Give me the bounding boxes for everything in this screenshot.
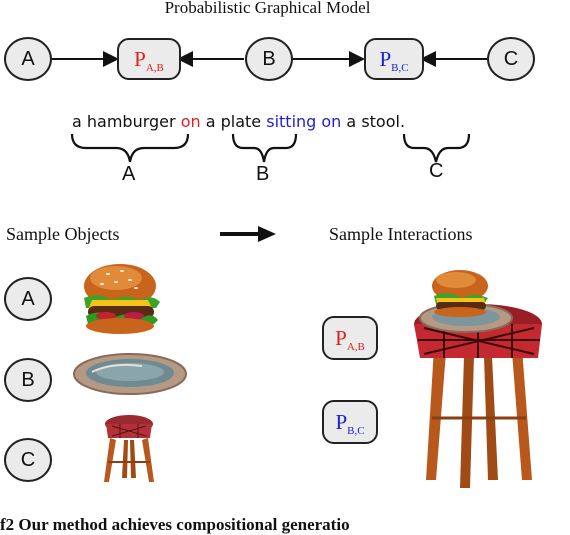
brace-b: [231, 133, 298, 163]
hamburger-image: [84, 264, 160, 334]
right-heading: Sample Interactions: [329, 224, 473, 244]
arrow-icon: [220, 226, 276, 242]
object-label-c: C: [4, 438, 52, 482]
node-a: A: [4, 37, 52, 81]
brace-label-b: B: [256, 163, 270, 185]
phrase-stool: a stool.: [346, 112, 406, 131]
composed-interaction-image: [414, 270, 542, 488]
brace-label-a: A: [122, 163, 136, 185]
relation-on: on: [180, 112, 201, 131]
brace-a: [70, 133, 190, 163]
prompt-sentence: a hamburger on a plate sitting on a stoo…: [72, 112, 405, 131]
object-label-b: B: [4, 358, 52, 402]
factor-ab: PA,B: [117, 38, 181, 80]
left-heading: Sample Objects: [6, 224, 120, 244]
brace-c: [402, 133, 471, 163]
plate-image: [73, 353, 187, 395]
node-c: C: [487, 37, 535, 81]
interaction-factor-bc: PB,C: [322, 400, 378, 444]
relation-sitting-on: sitting on: [266, 112, 342, 131]
phrase-plate: a plate: [205, 112, 262, 131]
object-label-a: A: [4, 277, 52, 321]
stool-image: [104, 415, 154, 482]
diagram-title: Probabilistic Graphical Model: [164, 0, 371, 17]
phrase-hamburger: a hamburger: [72, 112, 176, 131]
interaction-factor-ab: PA,B: [322, 316, 378, 360]
graph-edges: [52, 51, 487, 67]
braces: [70, 133, 471, 163]
node-b: B: [245, 37, 293, 81]
factor-bc: PB,C: [364, 38, 424, 80]
caption-fragment: f2 Our method achieves compositional gen…: [0, 515, 350, 534]
brace-label-c: C: [429, 160, 444, 182]
